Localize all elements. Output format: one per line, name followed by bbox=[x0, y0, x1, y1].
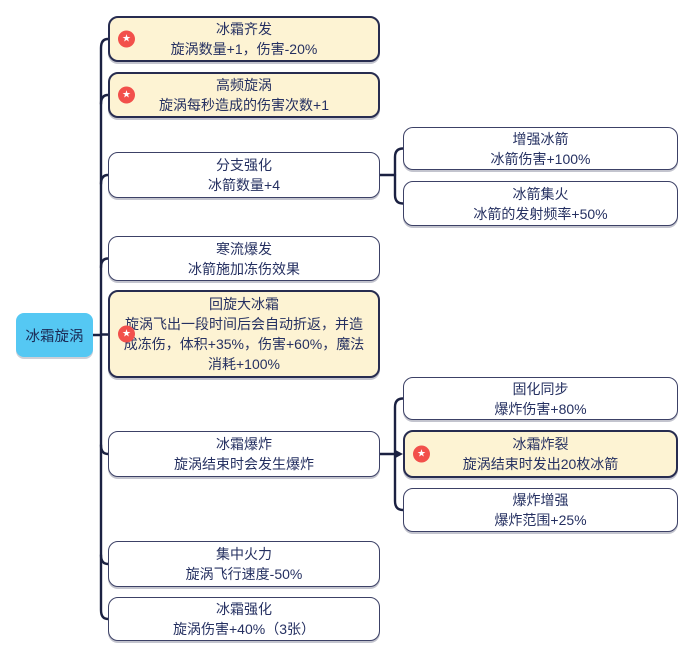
skill-desc: 旋涡飞行速度-50% bbox=[185, 566, 303, 582]
skill-node-frost-shatter[interactable]: ★ 冰霜炸裂 旋涡结束时发出20枚冰箭 bbox=[403, 430, 678, 478]
skill-desc: 冰箭伤害+100% bbox=[490, 150, 591, 167]
root-node-frost-vortex[interactable]: 冰霜旋涡 bbox=[16, 313, 93, 357]
skill-desc: 冰箭数量+4 bbox=[208, 177, 280, 193]
star-badge-icon: ★ bbox=[413, 445, 430, 463]
skill-node-explosion-boost[interactable]: 爆炸增强 爆炸范围+25% bbox=[403, 488, 678, 532]
skill-desc: 爆炸范围+25% bbox=[494, 512, 587, 528]
skill-title: 爆炸增强 bbox=[512, 492, 569, 508]
skill-node-high-freq-vortex[interactable]: ★ 高频旋涡 旋涡每秒造成的伤害次数+1 bbox=[108, 72, 380, 118]
skill-title: 分支强化 bbox=[216, 157, 272, 173]
skill-node-focused-fire[interactable]: 集中火力 旋涡飞行速度-50% bbox=[108, 541, 380, 587]
skill-title: 冰霜齐发 bbox=[216, 21, 272, 37]
skill-node-cold-burst[interactable]: 寒流爆发 冰箭施加冻伤效果 bbox=[108, 236, 380, 281]
skill-node-returning-big-frost[interactable]: ★ 回旋大冰霜 旋涡飞出一段时间后会自动折返，并造成冻伤，体积+35%，伤害+6… bbox=[108, 290, 380, 378]
arrowhead-icon bbox=[394, 449, 403, 459]
skill-desc: 旋涡飞出一段时间后会自动折返，并造成冻伤，体积+35%，伤害+60%，魔法消耗+… bbox=[123, 316, 365, 372]
skill-node-frost-enhance[interactable]: 冰霜强化 旋涡伤害+40%（3张） bbox=[108, 597, 380, 641]
skill-title: 寒流爆发 bbox=[216, 240, 272, 257]
skill-desc: 旋涡每秒造成的伤害次数+1 bbox=[159, 97, 329, 113]
skill-title: 增强冰箭 bbox=[512, 130, 569, 147]
skill-desc: 旋涡数量+1，伤害-20% bbox=[170, 41, 318, 57]
root-node-label: 冰霜旋涡 bbox=[25, 328, 84, 345]
skill-desc: 旋涡结束时发出20枚冰箭 bbox=[462, 456, 619, 472]
skill-title: 固化同步 bbox=[512, 380, 569, 397]
skill-node-ice-volley[interactable]: ★ 冰霜齐发 旋涡数量+1，伤害-20% bbox=[108, 16, 380, 62]
skill-desc: 冰箭施加冻伤效果 bbox=[188, 260, 300, 277]
skill-desc: 旋涡伤害+40%（3张） bbox=[173, 621, 315, 637]
skill-node-enhanced-ice-arrow[interactable]: 增强冰箭 冰箭伤害+100% bbox=[403, 127, 678, 170]
star-badge-icon: ★ bbox=[118, 30, 135, 48]
skill-title: 冰箭集火 bbox=[512, 185, 569, 202]
star-badge-icon: ★ bbox=[118, 86, 135, 104]
skill-node-frost-explosion[interactable]: 冰霜爆炸 旋涡结束时会发生爆炸 bbox=[108, 431, 380, 477]
skill-node-branch-enhance[interactable]: 分支强化 冰箭数量+4 bbox=[108, 152, 380, 198]
skill-title: 高频旋涡 bbox=[216, 77, 272, 93]
skill-node-ice-arrow-focus[interactable]: 冰箭集火 冰箭的发射频率+50% bbox=[403, 181, 678, 226]
skill-title: 集中火力 bbox=[216, 546, 272, 562]
skill-title: 回旋大冰霜 bbox=[209, 296, 279, 312]
skill-title: 冰霜炸裂 bbox=[512, 436, 569, 452]
skill-desc: 旋涡结束时会发生爆炸 bbox=[174, 456, 314, 472]
skill-desc: 爆炸伤害+80% bbox=[494, 400, 587, 417]
skill-node-solidify-sync[interactable]: 固化同步 爆炸伤害+80% bbox=[403, 377, 678, 420]
skill-desc: 冰箭的发射频率+50% bbox=[473, 205, 608, 222]
star-badge-icon: ★ bbox=[118, 325, 135, 343]
skill-title: 冰霜爆炸 bbox=[216, 436, 272, 452]
skill-title: 冰霜强化 bbox=[216, 601, 272, 617]
